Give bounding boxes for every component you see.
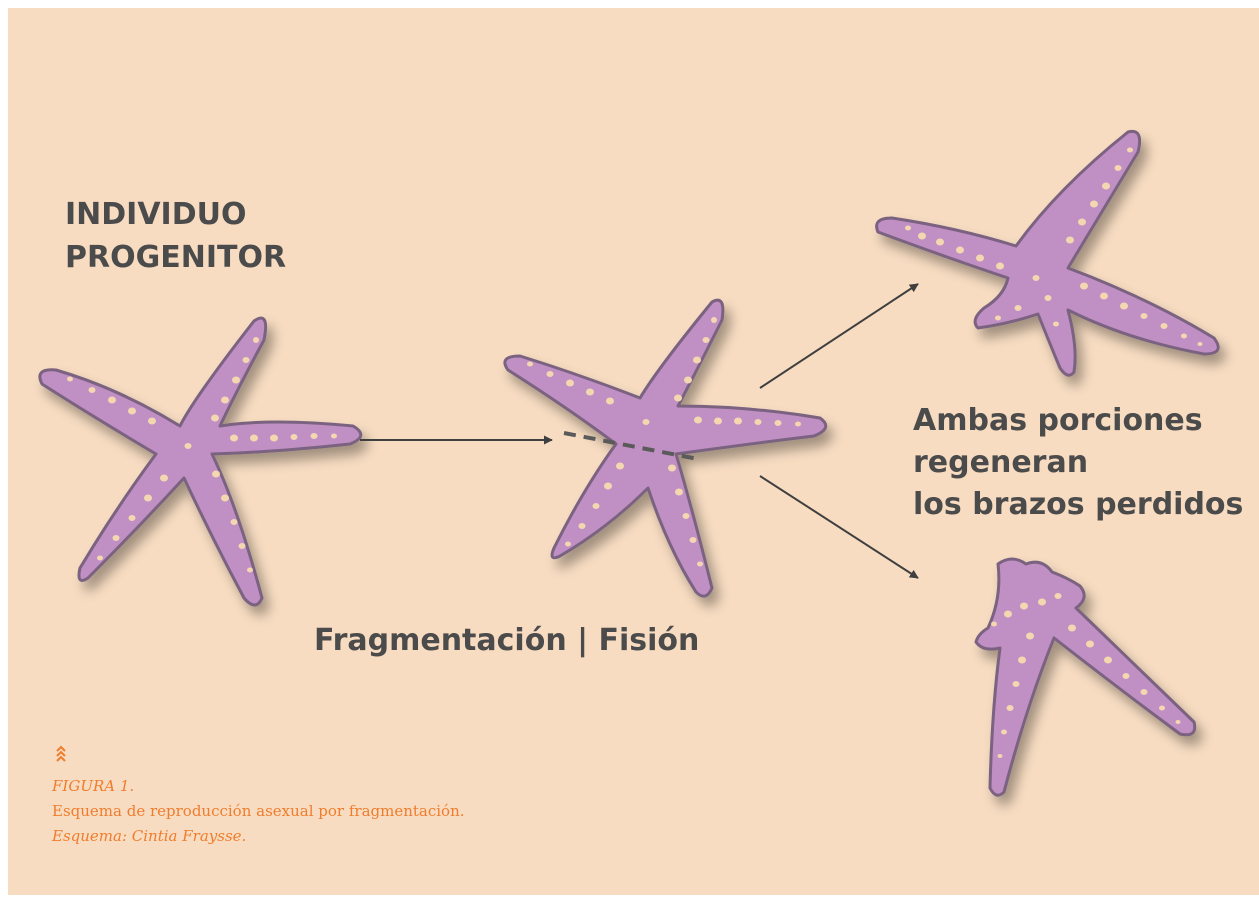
regenerating-fragment-top [877, 131, 1219, 375]
figure-description: Esquema de reproducción asexual por frag… [52, 799, 465, 824]
process-label: Fragmentación | Fisión [314, 621, 699, 661]
fragmenting-starfish [505, 300, 826, 596]
regeneration-label-line2: regeneran [913, 442, 1243, 484]
double-chevron-up-icon [55, 744, 67, 762]
regeneration-label-line1: Ambas porciones [913, 400, 1243, 442]
figure-frame: INDIVIDUO PROGENITOR Fragmentación | Fis… [8, 8, 1259, 895]
parent-label: INDIVIDUO PROGENITOR [65, 193, 286, 279]
regeneration-label-line3: los brazos perdidos [913, 484, 1243, 526]
arrow-to-bottom-fragment [760, 476, 918, 578]
parent-starfish [40, 318, 361, 605]
parent-label-line2: PROGENITOR [65, 236, 286, 279]
figure-credit: Esquema: Cintia Fraysse. [52, 824, 465, 849]
figure-caption: FIGURA 1. Esquema de reproducción asexua… [52, 744, 465, 849]
arrow-to-top-fragment [760, 284, 918, 388]
regeneration-label: Ambas porciones regeneran los brazos per… [913, 400, 1243, 526]
parent-label-line1: INDIVIDUO [65, 193, 286, 236]
figure-number: FIGURA 1. [52, 774, 465, 799]
regenerating-fragment-bottom [976, 559, 1195, 795]
